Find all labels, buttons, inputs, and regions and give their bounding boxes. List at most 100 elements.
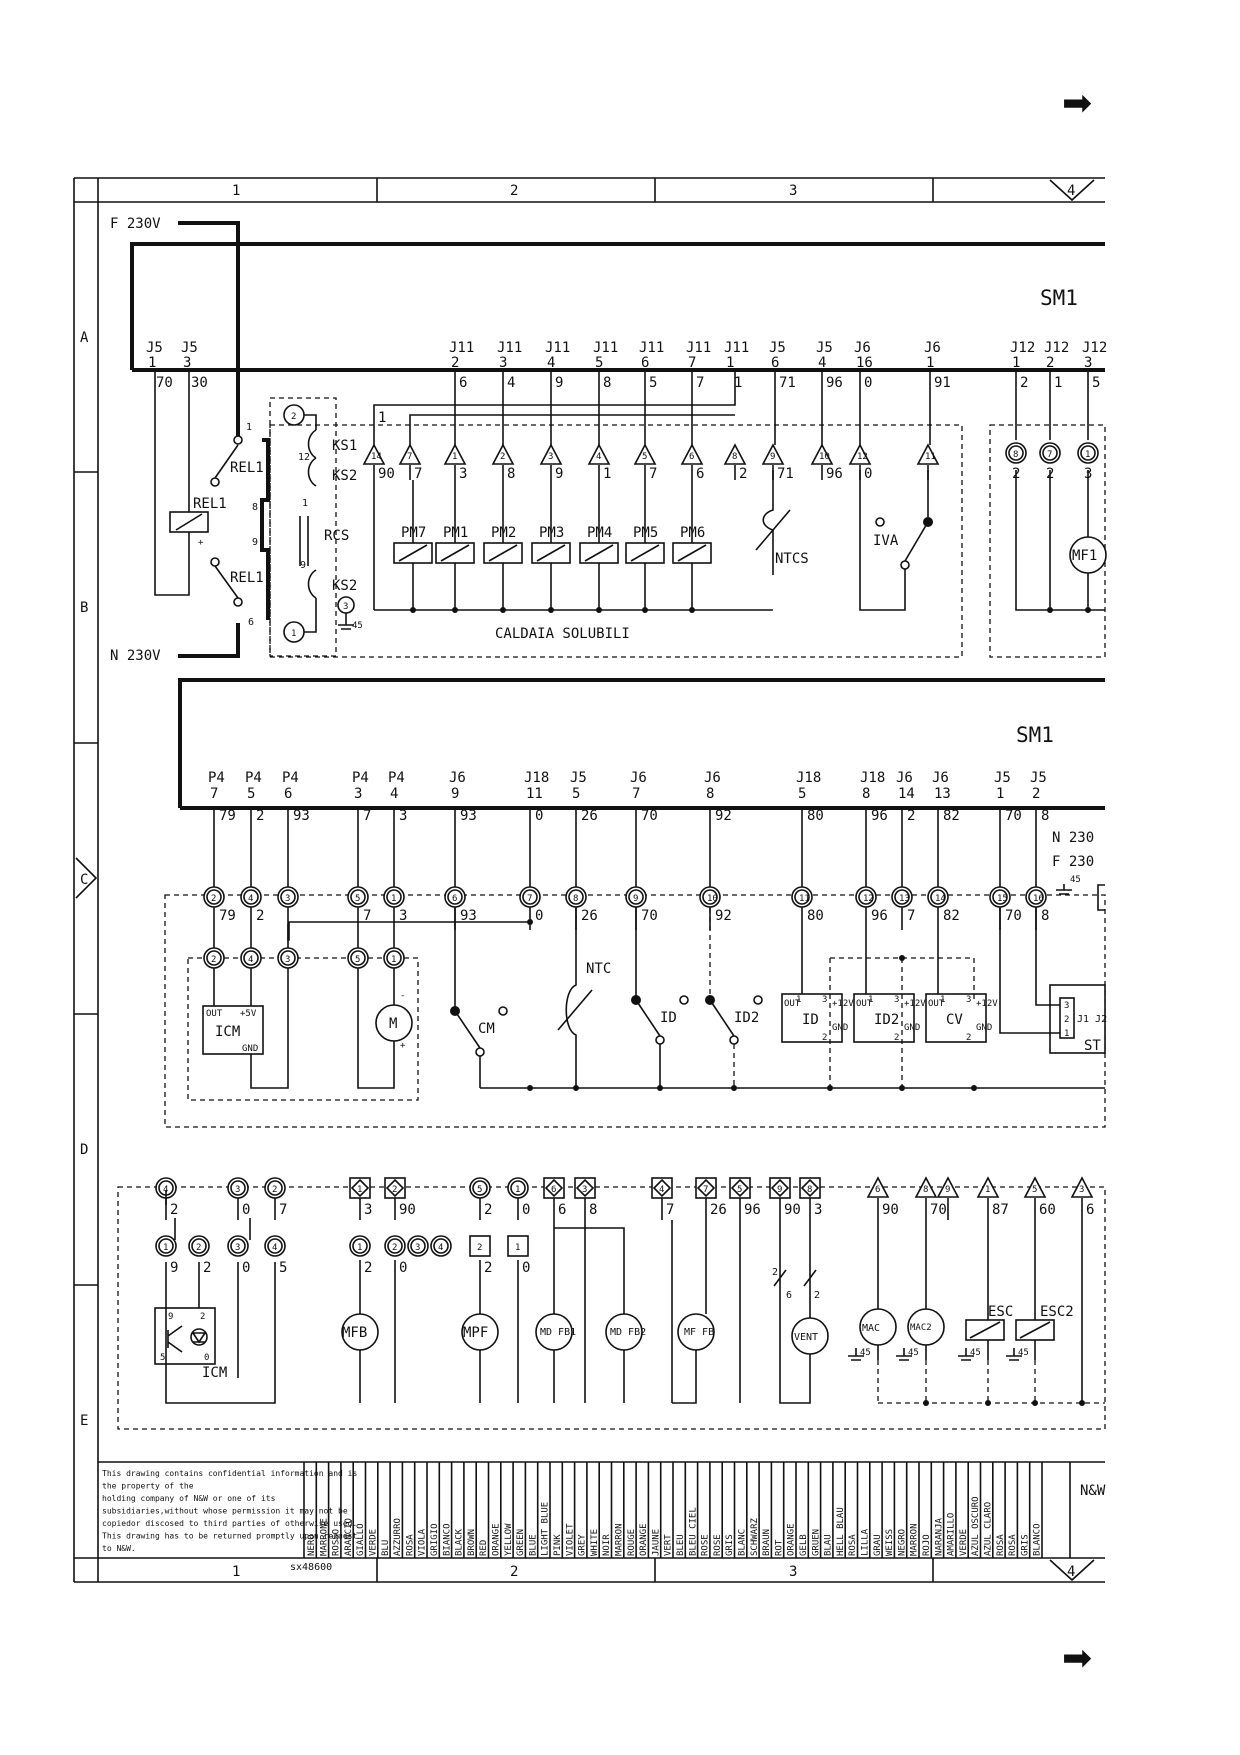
mfb-terminal-3: 4 [438,1243,443,1253]
icm-5v: +5V [240,1009,257,1019]
valve-coil-mark [584,544,614,562]
color-ES-5: VERDE [959,1529,969,1556]
terminal-1-9: 9 [770,452,775,462]
st-pin-2: 2 [1064,1015,1069,1025]
terminal-2-9-ring [702,889,718,905]
connector-3-name: J11 [497,340,522,356]
terminal-2-0: 2 [211,894,216,904]
extra-wire-1: 1 [378,410,386,426]
legend-block: This drawing contains confidential infor… [98,1461,1106,1558]
next-page-arrow-icon[interactable]: ➡ [1062,83,1092,124]
column-label-bottom-4: 4 [1067,1564,1075,1580]
color-FR-1: MARRON [615,1523,625,1556]
confidential-notice: This drawing contains confidential infor… [102,1469,357,1553]
sensor-p1-1: 1 [868,995,873,1005]
terminal-wire-2-9: 80 [807,908,824,924]
ntcs-label: NTCS [775,551,809,567]
top-wire-3-6: 0 [522,1202,530,1218]
terminal-1-2: 1 [452,452,457,462]
lower-terminal-1-ring [243,950,259,966]
connector-4-wire: 9 [555,375,563,391]
connector-9-wire: 71 [779,375,796,391]
icm-wire-3: 5 [279,1260,287,1276]
terminal-2-15-ring [1028,889,1044,905]
top-wire-3-4: 90 [399,1202,416,1218]
lower-terminal-0: 2 [211,955,216,965]
terminal-1-11-shape [848,443,872,465]
terminal-2-12-ring [894,889,910,905]
row-label-a: A [80,330,89,346]
iva-label: IVA [873,533,899,549]
mfb-terminal-0-ring [352,1238,368,1254]
top-wire-3-15: 70 [930,1202,947,1218]
terminal-2-11: 12 [863,894,874,904]
top-wire-3-13: 3 [814,1202,822,1218]
connector2-3-wire: 7 [363,808,371,824]
connector-2-wire: 6 [459,375,467,391]
sensor-p2-1: 2 [894,1033,899,1043]
sensor-p1-0: 1 [796,995,801,1005]
icm-small-0: 0 [204,1353,209,1363]
relay-pin-8: 8 [252,502,258,513]
notice-line-0: This drawing contains confidential infor… [102,1469,357,1478]
esc2-label: ESC2 [1040,1304,1074,1320]
connector2-0-pin: 7 [210,786,218,802]
top-terminal-3-8: 3 [582,1185,587,1195]
connector2-14-name: J5 [994,770,1011,786]
top-wire-3-7: 6 [558,1202,566,1218]
top-terminal-3-11: 5 [737,1185,742,1195]
mf1-group-box [989,424,1106,658]
connector2-12-wire: 2 [907,808,915,824]
sensor-out-1: OUT [856,999,873,1009]
terminal-1-9-shape [761,443,785,465]
valve-coil-mark [488,544,518,562]
connector-15-pin: 3 [1084,355,1092,371]
right-terminal-0: 8 [1013,450,1018,460]
board-label-sm1: SM1 [1040,286,1078,310]
top-terminal-3-14-shape [866,1176,890,1198]
column-label-bottom-3: 3 [789,1564,797,1580]
connector2-11-name: J18 [860,770,885,786]
icm-terminal-3-ring [267,1238,283,1254]
terminal-2-4-ring [386,889,402,905]
st-pin-3: 3 [1064,1001,1069,1011]
terminal-1-3-shape [491,443,515,465]
top-terminal-3-6: 1 [515,1185,520,1195]
color-DE-2: ROT [774,1539,784,1556]
mpf-wire-0: 2 [484,1260,492,1276]
top-terminal-3-19-shape [1070,1176,1094,1198]
sensor-gnd-0: GND [832,1023,848,1033]
connector-10-pin: 4 [818,355,826,371]
terminal-2-12: 13 [899,894,910,904]
connector-11-wire: 0 [864,375,872,391]
color-IT-10: GRIGIO [430,1523,440,1556]
terminal-2-5-ring [447,889,463,905]
next-page-arrow-bottom-icon[interactable]: ➡ [1062,1638,1092,1679]
color-IT-4: GIALLO [356,1523,366,1556]
notice-line-1: the property of the [102,1482,194,1491]
top-terminal-3-7-diamond [544,1178,564,1198]
relay-contact-label-1: REL1 [230,460,264,476]
column-label-bottom-2: 2 [510,1564,518,1580]
company-label: N&W [1080,1483,1106,1499]
terminal-1-2-shape [443,443,467,465]
mfb-wire-0: 2 [364,1260,372,1276]
terminal-2-7: 8 [573,894,578,904]
terminal-wire-2-12: 82 [943,908,960,924]
connector-5-name: J11 [593,340,618,356]
terminal-wire-2-0: 79 [219,908,236,924]
terminal-1-5-shape [587,443,611,465]
connector-7-name: J11 [686,340,711,356]
connector2-8-wire: 70 [641,808,658,824]
drawing-number: sx48600 [290,1562,332,1573]
terminal-1-0-shape [362,443,386,465]
column-label-1: 1 [232,183,240,199]
color-FR-11: BLANC [738,1529,748,1556]
connector-10-name: J5 [816,340,833,356]
connector2-7-pin: 5 [572,786,580,802]
icm-terminal-1: 2 [196,1243,201,1253]
connector2-10-pin: 5 [798,786,806,802]
connector2-6-wire: 0 [535,808,543,824]
